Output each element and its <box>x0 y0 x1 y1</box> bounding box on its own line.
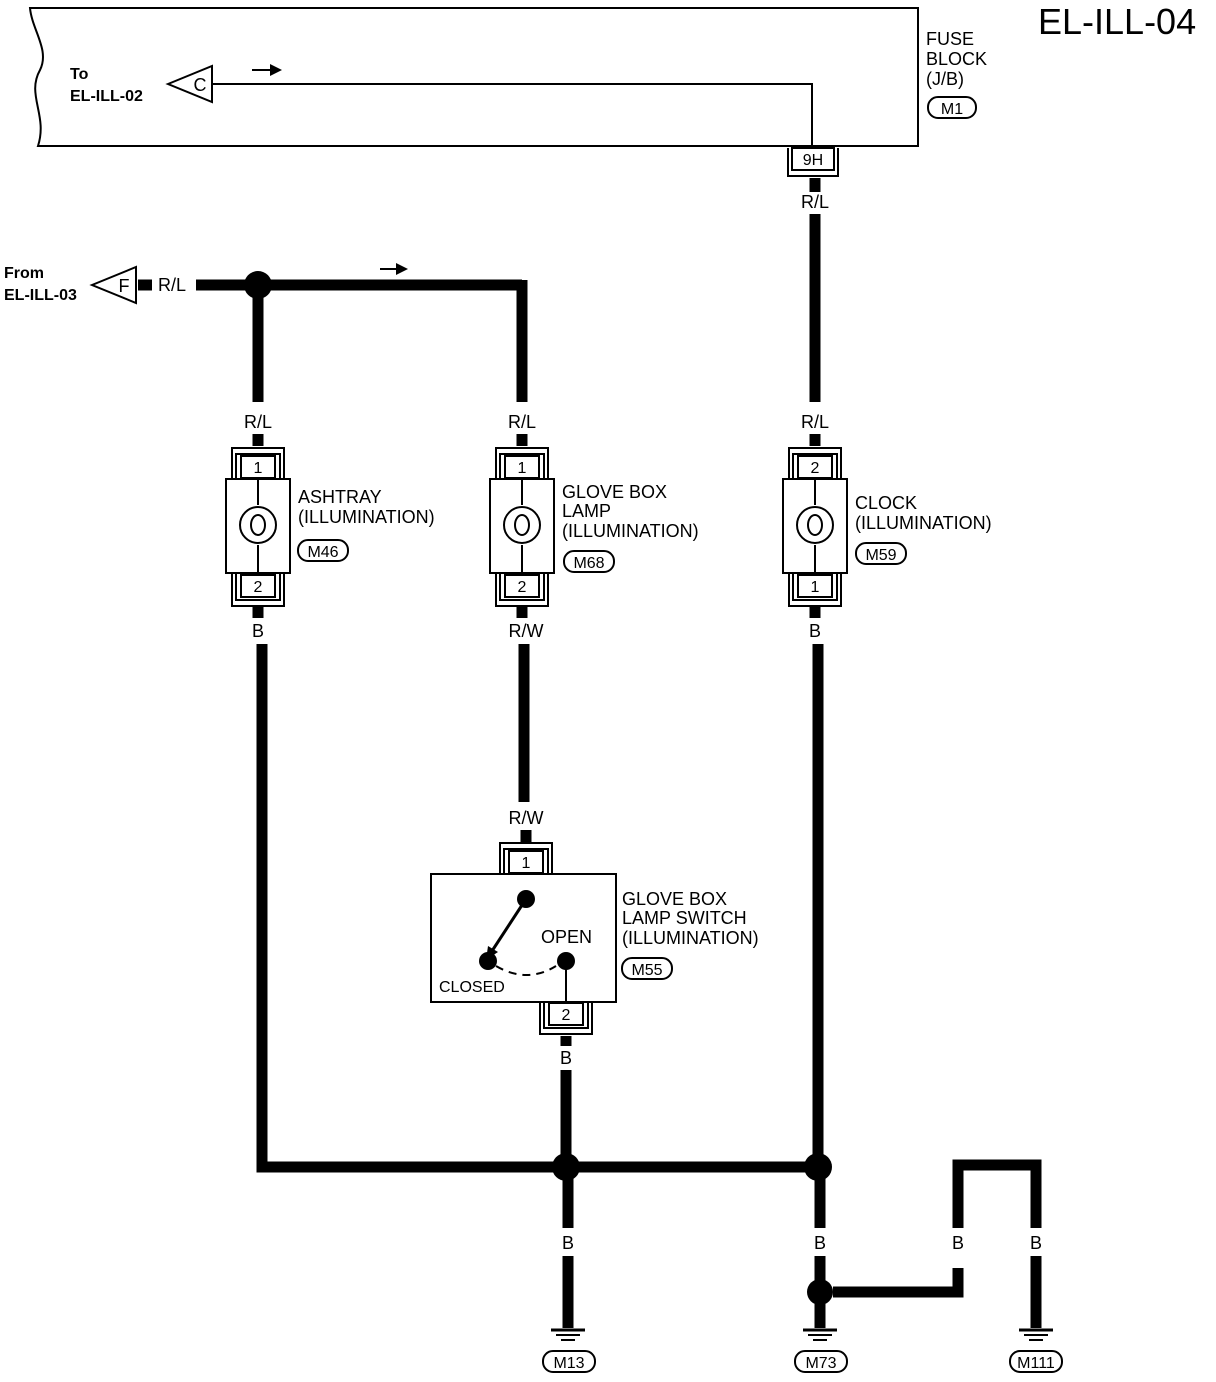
ground-1-badge <box>542 1350 596 1373</box>
fuse-block-outline <box>28 7 919 147</box>
wire-color-from: R/L <box>158 275 186 295</box>
svg-text:(ILLUMINATION): (ILLUMINATION) <box>855 513 992 533</box>
wire-color-clock-top: R/L <box>801 192 829 212</box>
svg-text:ASHTRAY: ASHTRAY <box>298 487 382 507</box>
clock-pin-bottom: 1 <box>811 579 820 596</box>
junction-ground-bottom <box>807 1279 833 1305</box>
wire-color-ground-2: B <box>814 1233 826 1253</box>
clock-bulb-icon <box>796 506 834 544</box>
connector-c-letter: C <box>194 75 207 95</box>
svg-text:To: To <box>70 66 89 83</box>
switch-closed-contact <box>479 952 497 970</box>
wire-color-glove-lamp-in: R/L <box>508 412 536 432</box>
svg-text:BLOCK: BLOCK <box>926 49 987 69</box>
wire-color-glove-lamp-out: R/W <box>509 621 544 641</box>
switch-open-label: OPEN <box>541 927 592 947</box>
glove-lamp-connector-badge <box>563 550 615 573</box>
from-reference: From EL-ILL-03 <box>4 265 77 304</box>
switch-pin-top: 1 <box>522 855 531 872</box>
wire-color-ground-link: B <box>952 1233 964 1253</box>
ground-3-badge <box>1009 1350 1063 1373</box>
glove-box-switch-component: 1 OPEN CLOSED 2 <box>430 842 617 1035</box>
wire-ground-link <box>833 1268 964 1298</box>
fuse-internal-path <box>212 83 813 146</box>
ground-symbol-3 <box>1019 1328 1053 1341</box>
ashtray-component: 1 2 <box>225 447 291 607</box>
wire-color-ground-1: B <box>562 1233 574 1253</box>
svg-text:LAMP: LAMP <box>562 501 611 521</box>
svg-text:(ILLUMINATION): (ILLUMINATION) <box>298 507 435 527</box>
svg-text:From: From <box>4 265 44 282</box>
svg-text:(J/B): (J/B) <box>926 69 964 89</box>
switch-pin-bottom: 2 <box>562 1007 571 1024</box>
svg-text:GLOVE BOX: GLOVE BOX <box>562 482 667 502</box>
switch-closed-label: CLOSED <box>439 979 505 996</box>
wire-ashtray-ground <box>256 644 820 1173</box>
clock-pin-top: 2 <box>811 460 820 477</box>
fuse-block-connector-badge <box>927 96 977 119</box>
glove-lamp-pin-top: 1 <box>518 460 527 477</box>
wire-color-clock-in: R/L <box>801 412 829 432</box>
page-id: EL-ILL-04 <box>1038 1 1196 42</box>
clock-component: 2 1 <box>782 447 848 607</box>
wire-color-ground-3: B <box>1030 1233 1042 1253</box>
ground-symbol-1 <box>551 1328 585 1341</box>
ground-2-id: M73 <box>805 1355 836 1372</box>
svg-text:GLOVE BOX: GLOVE BOX <box>622 889 727 909</box>
connector-f-letter: F <box>119 276 130 296</box>
svg-text:LAMP SWITCH: LAMP SWITCH <box>622 908 747 928</box>
switch-connector-id: M55 <box>631 962 662 979</box>
ground-3-id: M111 <box>1017 1355 1055 1372</box>
svg-text:EL-ILL-03: EL-ILL-03 <box>4 287 77 304</box>
clock-connector-badge <box>855 542 907 565</box>
ashtray-connector-badge <box>297 539 349 562</box>
ground-2-badge <box>794 1350 848 1373</box>
ground-symbol-2 <box>803 1328 837 1341</box>
terminal-9h-label: 9H <box>803 152 823 169</box>
clock-label: CLOCK (ILLUMINATION) <box>855 493 992 533</box>
wire-color-switch-in: R/W <box>509 808 544 828</box>
svg-text:(ILLUMINATION): (ILLUMINATION) <box>622 928 759 948</box>
wire-color-clock-out: B <box>809 621 821 641</box>
switch-connector-badge <box>621 957 673 980</box>
connector-c-flag <box>165 64 213 104</box>
to-reference: To EL-ILL-02 <box>70 66 143 105</box>
ashtray-bulb-icon <box>239 506 277 544</box>
wire-color-switch-out: B <box>560 1048 572 1068</box>
svg-text:(ILLUMINATION): (ILLUMINATION) <box>562 521 699 541</box>
terminal-9h-bracket <box>787 148 839 177</box>
glove-box-switch-label: GLOVE BOX LAMP SWITCH (ILLUMINATION) <box>622 889 759 948</box>
svg-text:FUSE: FUSE <box>926 29 974 49</box>
glove-box-lamp-label: GLOVE BOX LAMP (ILLUMINATION) <box>562 482 699 541</box>
svg-text:CLOCK: CLOCK <box>855 493 917 513</box>
terminal-9h-box <box>791 147 835 171</box>
connector-f-flag <box>89 265 137 305</box>
wire-color-ashtray-out: B <box>252 621 264 641</box>
wire-color-ashtray-in: R/L <box>244 412 272 432</box>
clock-connector-id: M59 <box>865 547 896 564</box>
fuse-block-connector-id: M1 <box>941 101 963 118</box>
ashtray-pin-top: 1 <box>254 460 263 477</box>
ashtray-label: ASHTRAY (ILLUMINATION) <box>298 487 435 527</box>
fuse-block-label: FUSE BLOCK (J/B) <box>926 29 987 89</box>
glove-lamp-pin-bottom: 2 <box>518 579 527 596</box>
glove-box-lamp-component: 1 2 <box>489 447 555 607</box>
glove-lamp-bulb-icon <box>503 506 541 544</box>
glove-lamp-connector-id: M68 <box>573 555 604 572</box>
ground-1-id: M13 <box>553 1355 584 1372</box>
svg-text:EL-ILL-02: EL-ILL-02 <box>70 88 143 105</box>
ashtray-pin-bottom: 2 <box>254 579 263 596</box>
ashtray-connector-id: M46 <box>307 544 338 561</box>
